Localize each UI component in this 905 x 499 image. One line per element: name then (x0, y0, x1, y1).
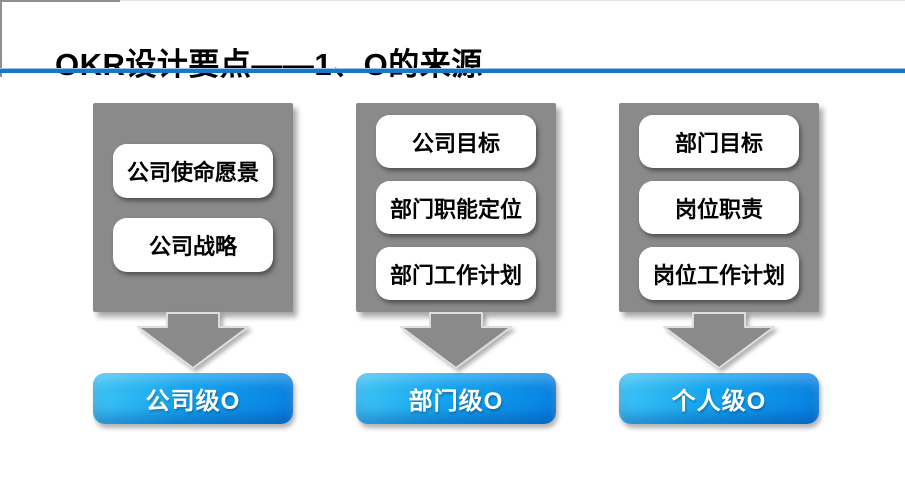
result-button: 公司级O (93, 373, 293, 424)
result-button: 部门级O (356, 373, 556, 424)
okr-column-department: 公司目标部门职能定位部门工作计划 部门级O (356, 103, 556, 424)
down-arrow-icon (663, 312, 775, 369)
result-label: 个人级O (671, 388, 767, 415)
source-group-box: 部门目标岗位职责岗位工作计划 (619, 103, 819, 312)
result-label: 部门级O (408, 388, 504, 415)
source-card: 公司战略 (113, 217, 273, 272)
source-card: 公司目标 (376, 115, 536, 168)
okr-column-individual: 部门目标岗位职责岗位工作计划 个人级O (619, 103, 819, 424)
page-top-edge (0, 0, 905, 1)
title-divider (0, 68, 905, 73)
down-arrow-icon (400, 312, 512, 369)
source-card: 岗位工作计划 (639, 247, 799, 300)
source-card: 公司使命愿景 (113, 143, 273, 198)
okr-column-company: 公司使命愿景公司战略 公司级O (93, 103, 293, 424)
down-arrow-icon (137, 312, 249, 369)
page-title: OKR设计要点——1、O的来源 (55, 46, 483, 82)
source-card: 部门目标 (639, 115, 799, 168)
result-label: 公司级O (145, 388, 241, 415)
page-left-edge (0, 0, 2, 77)
source-card: 部门职能定位 (376, 181, 536, 234)
page-top-left-edge (0, 0, 120, 2)
source-group-box: 公司目标部门职能定位部门工作计划 (356, 103, 556, 312)
source-group-box: 公司使命愿景公司战略 (93, 103, 293, 312)
source-card: 岗位职责 (639, 181, 799, 234)
result-button: 个人级O (619, 373, 819, 424)
source-card: 部门工作计划 (376, 247, 536, 300)
okr-source-diagram: 公司使命愿景公司战略 公司级O 公司目标部门职能定位部门工作计划 部门级O 部门… (93, 103, 819, 424)
